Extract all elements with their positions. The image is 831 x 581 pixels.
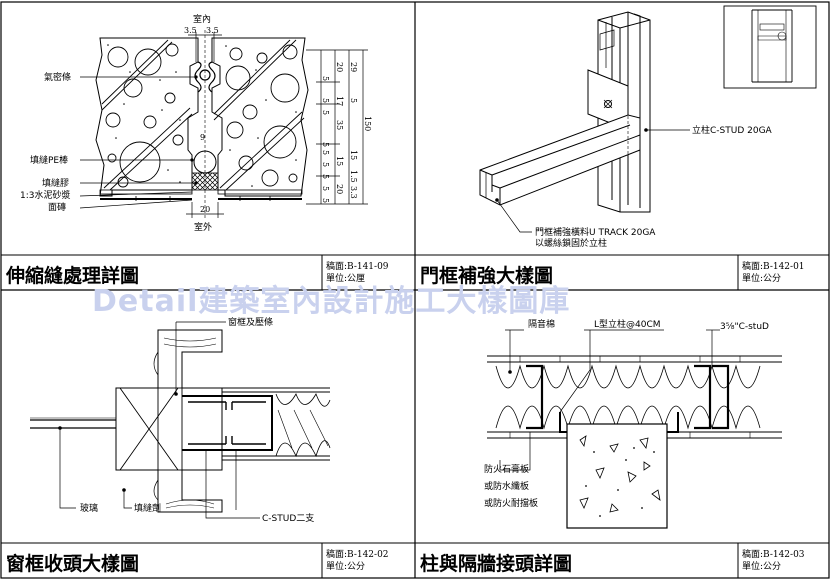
dim-mid: 9: [200, 133, 205, 142]
svg-text:5: 5: [321, 142, 330, 147]
concrete-block-left: [95, 37, 199, 197]
svg-text:1.5: 1.5: [349, 170, 358, 183]
drawing-number: 稿面:B-142-03: [742, 550, 805, 560]
dim-column-b: 20 17 35 15 20: [335, 62, 344, 194]
label-glass: 玻璃: [80, 502, 98, 514]
panel-meta-4: 稿面:B-142-03 單位:公分: [742, 549, 805, 573]
door-frame-drawing: [479, 5, 817, 233]
drawing-unit: 單位:公厘: [326, 274, 366, 284]
drawing-number: 稿面:B-142-01: [742, 262, 805, 272]
svg-text:15: 15: [335, 156, 344, 166]
svg-text:20: 20: [335, 184, 344, 194]
label-pe-rod: 填縫PE棒: [30, 154, 68, 166]
svg-text:5: 5: [349, 98, 358, 103]
window-frame-drawing: [30, 321, 331, 519]
label-insulation: 隔音棉: [528, 318, 555, 330]
dim-overall: 150: [363, 116, 372, 131]
label-sealant: 填縫膠: [42, 177, 69, 189]
label-board-1: 防火石膏板: [484, 463, 529, 475]
panel-title-column-partition: 柱與隔牆接頭詳圖: [420, 553, 573, 575]
concrete-column: [566, 423, 668, 529]
watermark: Detail建築室內設計施工大樣圖庫: [92, 284, 571, 319]
label-track-line1: 門框補強橫料U TRACK 20GA: [535, 226, 656, 238]
label-inside: 室內: [193, 13, 211, 25]
label-window-sealant: 填縫劑: [134, 502, 161, 514]
svg-text:5: 5: [321, 198, 330, 203]
svg-text:5: 5: [321, 174, 330, 179]
label-stud: 立柱C-STUD 20GA: [692, 124, 773, 136]
svg-text:5: 5: [321, 186, 330, 191]
svg-text:5: 5: [321, 150, 330, 155]
drawing-unit: 單位:公分: [326, 562, 366, 572]
panel-title-expansion-joint: 伸縮縫處理詳圖: [6, 265, 140, 287]
label-mortar: 1:3水泥砂漿: [20, 189, 71, 201]
dim-column-c: 29 5 15 1.5 3.3: [349, 62, 358, 199]
svg-text:20: 20: [335, 62, 344, 72]
svg-text:17: 17: [335, 96, 344, 106]
svg-text:35: 35: [335, 120, 344, 130]
label-c-stud: 3⅝"C-stuD: [720, 322, 769, 332]
label-cstud-pair: C-STUD二支: [262, 512, 314, 524]
svg-text:15: 15: [349, 150, 358, 160]
panel-title-door-frame: 門框補強大樣圖: [420, 265, 554, 287]
label-board-2: 或防水纖板: [484, 480, 529, 492]
svg-text:3.3: 3.3: [349, 186, 358, 199]
label-board-3: 或防火耐擋板: [484, 497, 538, 509]
svg-text:5: 5: [321, 162, 330, 167]
label-face-brick: 面磚: [48, 201, 66, 213]
dim-bottom: 20: [200, 205, 210, 214]
label-window-frame: 窗框及壓條: [228, 316, 273, 328]
svg-text:29: 29: [349, 62, 358, 72]
drawing-number: 稿面:B-142-02: [326, 550, 389, 560]
dim-top-right: 3.5: [206, 26, 219, 35]
panel-title-window-frame: 窗框收頭大樣圖: [6, 553, 140, 575]
dim-column-a: 5 5 5 5 5 5 5 5 5: [321, 76, 330, 203]
panel-meta-3: 稿面:B-142-02 單位:公分: [326, 549, 389, 573]
drawing-number: 稿面:B-141-09: [326, 262, 389, 272]
svg-text:5: 5: [321, 76, 330, 81]
label-track-line2: 以螺絲鎖固於立柱: [535, 237, 607, 249]
dim-top-left: 3.5: [184, 26, 197, 35]
panel-meta-1: 稿面:B-141-09 單位:公厘: [326, 261, 389, 285]
svg-text:5: 5: [321, 98, 330, 103]
label-outside: 室外: [194, 221, 212, 233]
label-l-stud: L型立柱@40CM: [594, 318, 661, 330]
expansion-joint-drawing: 3.5 3.5 室內 9 20 室外 氣密條 填縫PE棒 填縫膠 1:3水泥砂漿…: [20, 13, 372, 233]
label-airtight: 氣密條: [44, 71, 71, 83]
drawing-unit: 單位:公分: [742, 562, 782, 572]
column-partition-drawing: [487, 329, 782, 529]
drawing-unit: 單位:公分: [742, 274, 782, 284]
panel-meta-2: 稿面:B-142-01 單位:公分: [742, 261, 805, 285]
concrete-block-right: [211, 37, 309, 197]
svg-text:5: 5: [321, 110, 330, 115]
